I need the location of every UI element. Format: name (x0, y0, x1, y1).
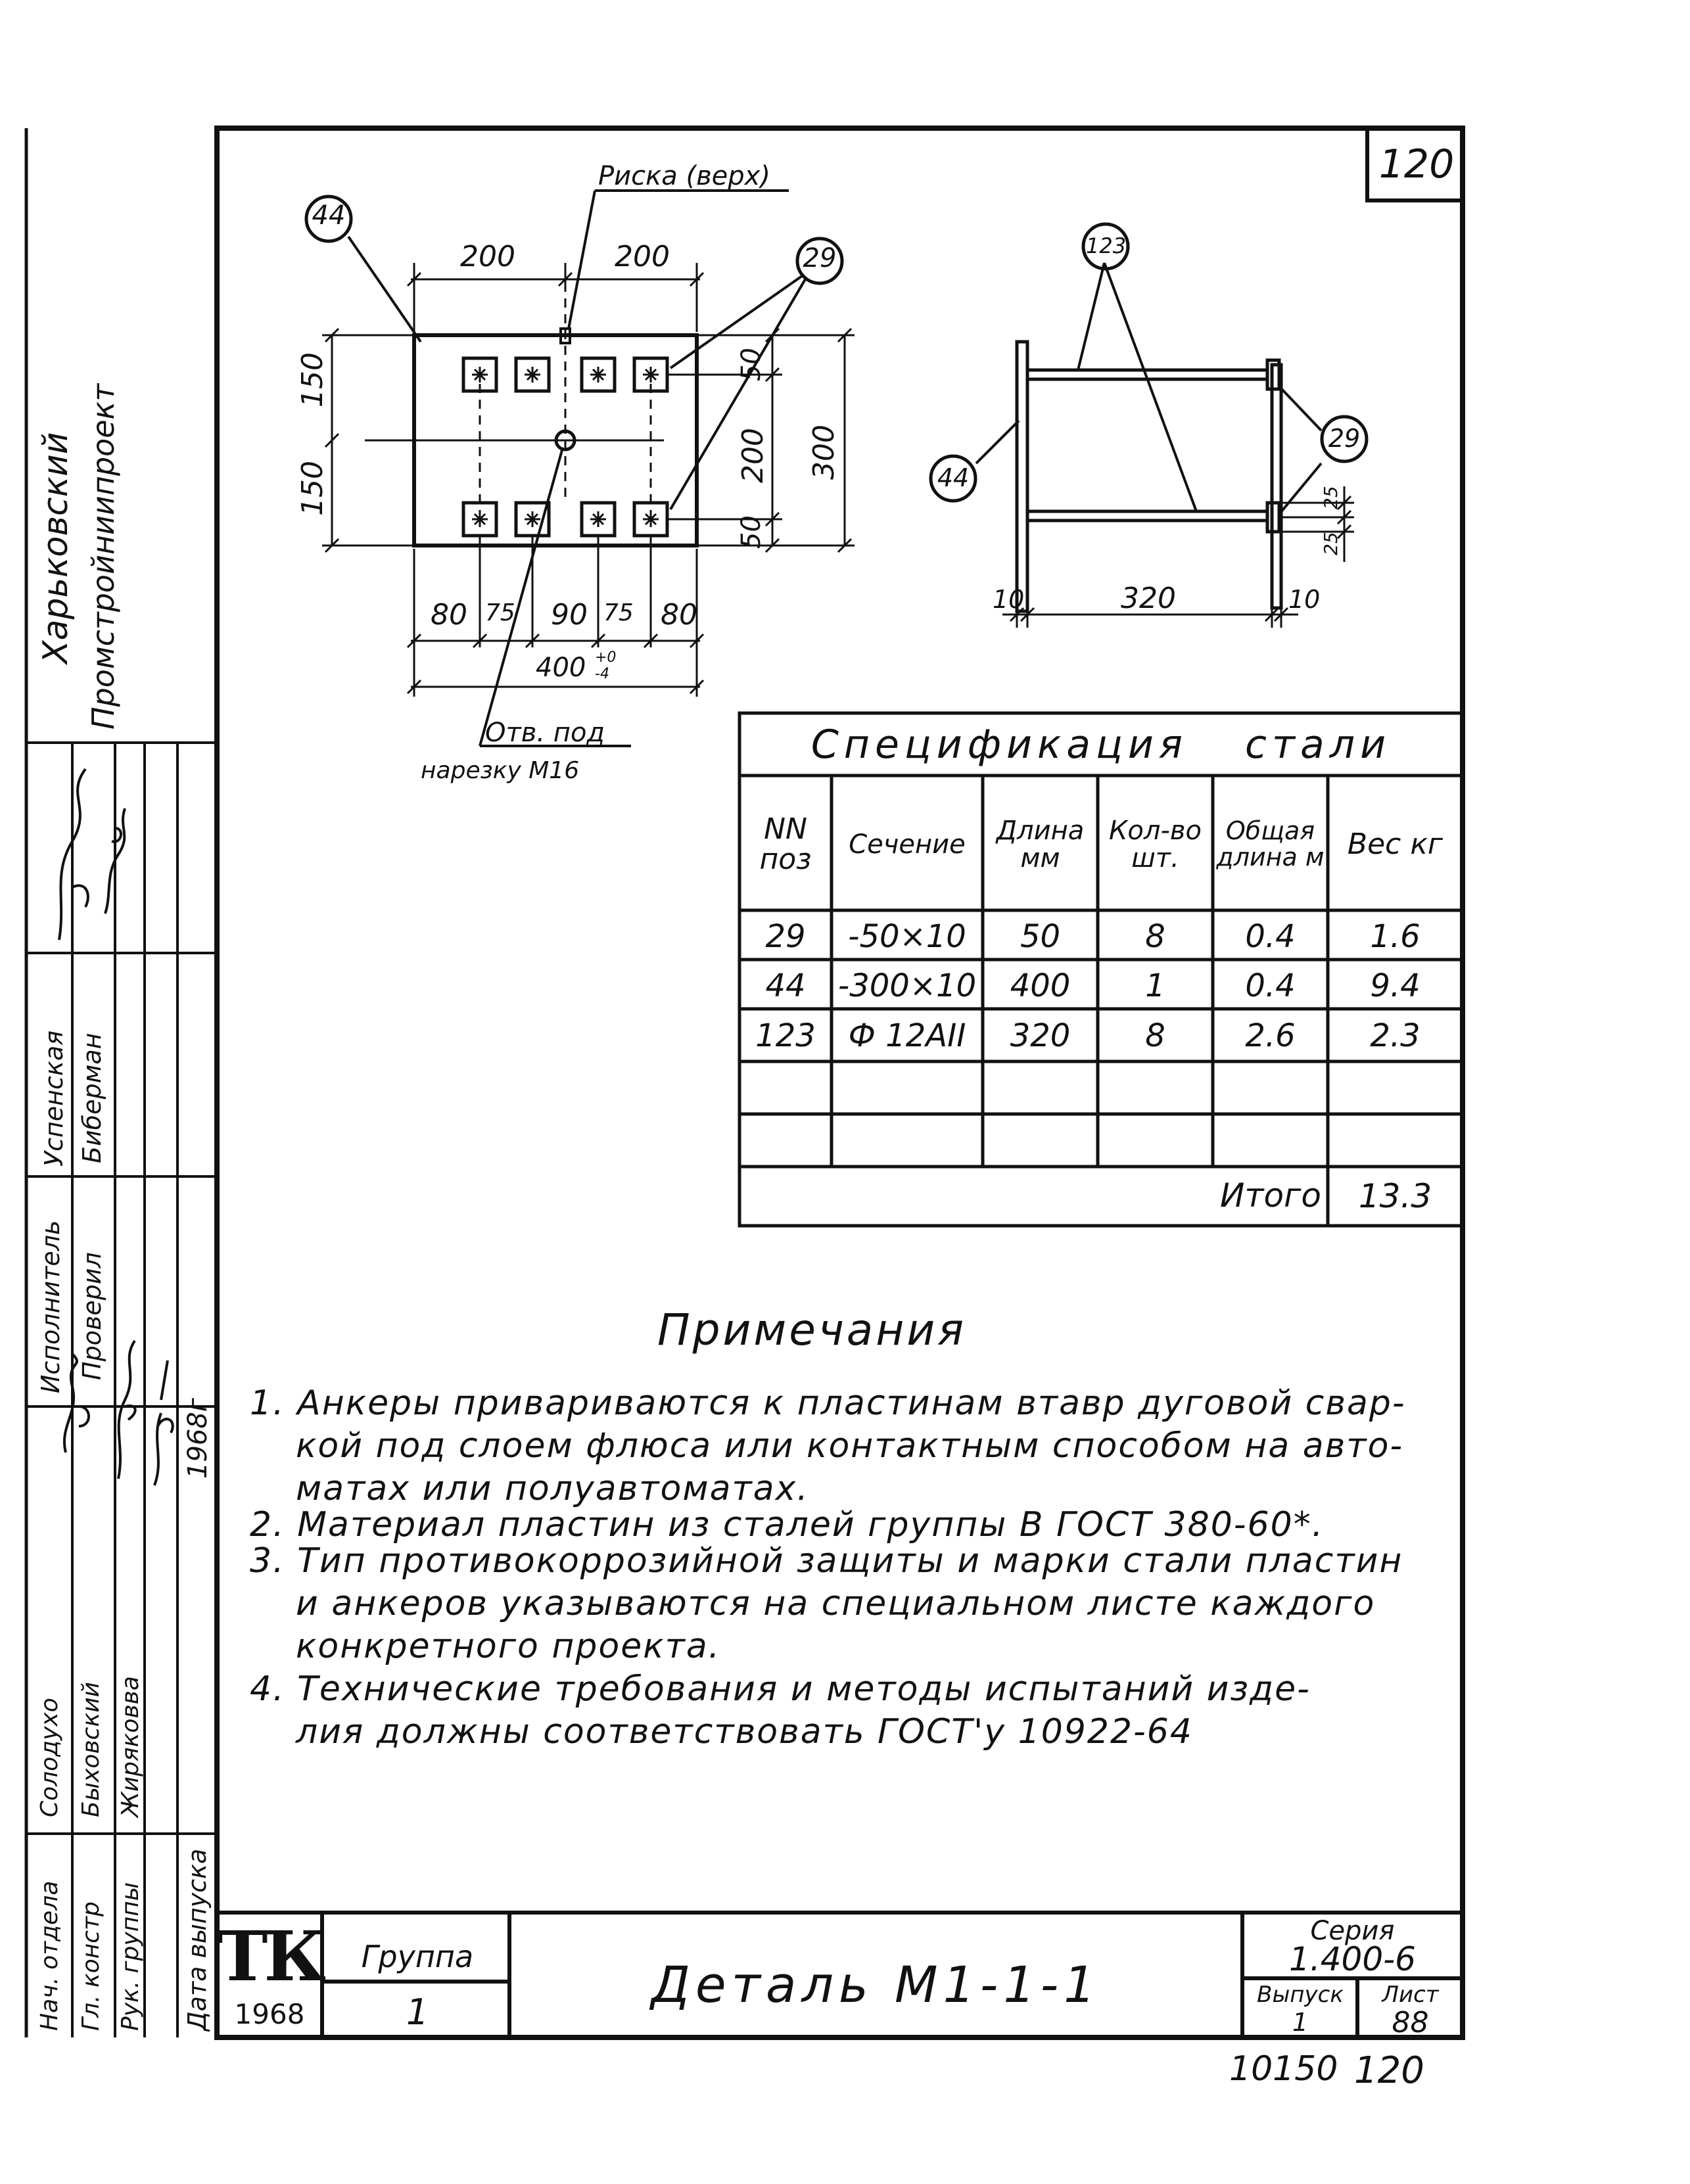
note-line: и анкеров указываются на специальном лис… (296, 1584, 1376, 1623)
note-line: кой под слоем флюса или контактным спосо… (296, 1426, 1404, 1466)
stamp-date-label: Дата выпуска (183, 1848, 212, 2031)
spec-cell: 1.6 (1370, 918, 1420, 955)
dim-tolerance-lower: -4 (595, 666, 609, 682)
note-line: матах или полуавтоматах. (296, 1469, 809, 1508)
position-callout-29-side: 29 (1328, 424, 1361, 453)
dim-side-lug-1: 25 (1320, 486, 1342, 509)
position-callout-29: 29 (803, 243, 837, 273)
note-line: конкретного проекта. (296, 1627, 721, 1666)
dim-right-total: 300 (807, 425, 841, 480)
note-line: 4. Технические требования и методы испыт… (250, 1669, 1311, 1709)
stamp-date-value: 1968г (183, 1398, 213, 1479)
spec-cell: 0.4 (1245, 918, 1296, 955)
spec-cell: 1 (1145, 967, 1165, 1004)
spec-header-total-length: Общая длина м (1216, 816, 1325, 871)
dim-bottom-1: 80 (431, 598, 467, 632)
spec-cell: 2.3 (1370, 1017, 1420, 1054)
stamp-name-head-of-dept: Солодухо (36, 1698, 63, 1817)
stamp-name-executor: Успенская (39, 1030, 68, 1167)
stamp-role-checked: Проверил (78, 1252, 106, 1380)
dim-bottom-4: 75 (603, 599, 634, 626)
group-label: Группа (361, 1939, 474, 1974)
spec-cell: 29 (765, 918, 806, 955)
spec-total-value: 13.3 (1358, 1176, 1432, 1215)
spec-header-section: Сечение (849, 829, 966, 860)
hole-label-line-1: Отв. под (485, 718, 605, 748)
stamp-role-head-of-dept: Нач. отдела (36, 1880, 63, 2031)
position-callout-123: 123 (1086, 233, 1127, 258)
dim-side-length: 320 (1121, 582, 1176, 615)
dim-top-left: 200 (460, 240, 515, 273)
spec-cell: -50×10 (848, 918, 966, 955)
spec-cell: 44 (765, 967, 806, 1004)
spec-table-title: Спецификация стали (810, 722, 1392, 768)
spec-header-weight: Вес кг (1347, 827, 1444, 861)
dim-side-left: 10 (993, 585, 1025, 614)
dim-bottom-5: 80 (661, 598, 697, 632)
position-callout-44-side: 44 (937, 463, 970, 492)
stamp-role-chief-designer: Гл. констр (78, 1901, 105, 2031)
note-line: лия должны соответствовать ГОСТ'у 10922-… (296, 1712, 1193, 1752)
series-label: Серия (1310, 1916, 1395, 1946)
sheet-number-top: 120 (1378, 141, 1455, 187)
spec-cell: 8 (1145, 1017, 1165, 1054)
dim-right-mid: 200 (736, 428, 770, 483)
sheet-label: Лист (1382, 1982, 1439, 2008)
spec-total-label: Итого (1220, 1176, 1321, 1215)
stamp-name-chief-designer: Быховский (78, 1682, 105, 1817)
hole-label-line-2: нарезку М16 (421, 757, 580, 784)
spec-cell: 400 (1010, 967, 1071, 1004)
spec-cell: 320 (1010, 1017, 1071, 1054)
spec-header-pos: NN поз (759, 812, 812, 876)
tk-logo: ТК (217, 1916, 326, 1997)
dim-tolerance-upper: +0 (595, 649, 617, 666)
spec-cell: 50 (1020, 918, 1061, 955)
signature-marks (58, 768, 174, 1486)
group-value: 1 (406, 1991, 429, 2033)
mark-label: Риска (верх) (598, 161, 770, 191)
dim-bottom-3: 90 (551, 598, 588, 632)
stamp-name-group-lead: Жиряковва (117, 1676, 144, 1817)
dim-bottom-2: 75 (485, 599, 515, 626)
dim-right-top: 50 (736, 348, 766, 381)
spec-cell: -300×10 (837, 967, 977, 1004)
spec-cell: 8 (1145, 918, 1165, 955)
dim-right-bottom: 50 (736, 515, 766, 549)
spec-cell: 123 (755, 1017, 816, 1054)
spec-header-qty: Кол-во шт. (1109, 816, 1202, 873)
sheet-value: 88 (1392, 2006, 1429, 2039)
stamp-role-executor: Исполнитель (36, 1220, 65, 1393)
stamp-org-2: Промстройниипроект (85, 383, 121, 730)
footer-code-right: 120 (1354, 2049, 1424, 2092)
dim-side-right: 10 (1288, 585, 1321, 614)
stamp-name-checker: Биберман (78, 1033, 106, 1164)
note-line: 1. Анкеры привариваются к пластинам втав… (250, 1383, 1406, 1423)
dim-left-bottom: 150 (296, 461, 329, 516)
footer-code-left: 10150 (1229, 2049, 1338, 2089)
tk-logo-year: 1968 (234, 1998, 305, 2030)
note-line: 3. Тип противокоррозийной защиты и марки… (250, 1541, 1403, 1581)
dim-top-right: 200 (615, 240, 670, 273)
notes-title: Примечания (657, 1305, 966, 1355)
stamp-org-1: Харьковский (36, 432, 76, 664)
spec-cell: 0.4 (1245, 967, 1296, 1004)
issue-label: Выпуск (1257, 1982, 1344, 2008)
dim-left-top: 150 (296, 352, 329, 407)
dim-side-lug-2: 25 (1320, 532, 1342, 555)
stamp-role-group-lead: Рук. группы (117, 1882, 144, 2031)
dim-total: 400 (536, 653, 586, 683)
spec-cell: Ф 12АII (848, 1017, 966, 1054)
spec-header-length: Длина мм (996, 816, 1085, 873)
series-value: 1.400-6 (1289, 1940, 1416, 1978)
issue-value: 1 (1292, 2008, 1309, 2037)
note-line: 2. Материал пластин из сталей группы В Г… (250, 1505, 1325, 1545)
drawing-title: Деталь М1-1-1 (651, 1955, 1101, 2014)
position-callout-44: 44 (312, 200, 346, 231)
spec-cell: 2.6 (1245, 1017, 1296, 1054)
spec-cell: 9.4 (1370, 967, 1420, 1004)
